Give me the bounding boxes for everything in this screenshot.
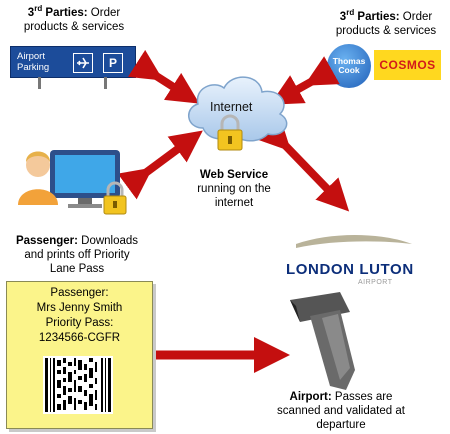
luton-swoosh (296, 235, 412, 248)
airplane-icon (73, 53, 93, 73)
arrow-parking-internet (127, 49, 200, 104)
passenger-icon (18, 150, 120, 208)
arrow-passenger-internet (117, 130, 203, 200)
cosmos-logo: COSMOS (374, 50, 441, 80)
sign-post-right (104, 77, 107, 89)
ticket-line-passenger: Passenger: (50, 287, 109, 299)
airport-label: Airport: Passes are scanned and validate… (277, 391, 405, 431)
lock-icon (217, 114, 243, 151)
barcode-image (43, 356, 113, 414)
barcode-scanner-icon (290, 292, 355, 390)
london-luton-logo: LONDON LUTON (286, 261, 414, 278)
parking-p-icon: P (103, 53, 123, 73)
ticket-line-priority: Priority Pass: (45, 317, 114, 329)
luton-airport-sublabel: AIRPORT (358, 279, 393, 286)
priority-pass-ticket: Passenger: Mrs Jenny Smith Priority Pass… (6, 281, 153, 429)
passenger-lock-icon (103, 181, 127, 215)
third-parties-right-label: 3rd Parties: Order products & services (335, 8, 437, 37)
arrow-internet-airport (257, 117, 350, 212)
ticket-line-name: Mrs Jenny Smith (36, 302, 123, 314)
third-parties-left-label: 3rd Parties: Order products & services (23, 4, 125, 33)
arrow-brands-internet (270, 56, 340, 105)
passenger-label: Passenger: Downloads and prints off Prio… (15, 235, 139, 275)
ticket-line-code: 1234566-CGFR (38, 332, 121, 344)
sign-post-left (38, 77, 41, 89)
internet-label: Internet (210, 100, 253, 114)
